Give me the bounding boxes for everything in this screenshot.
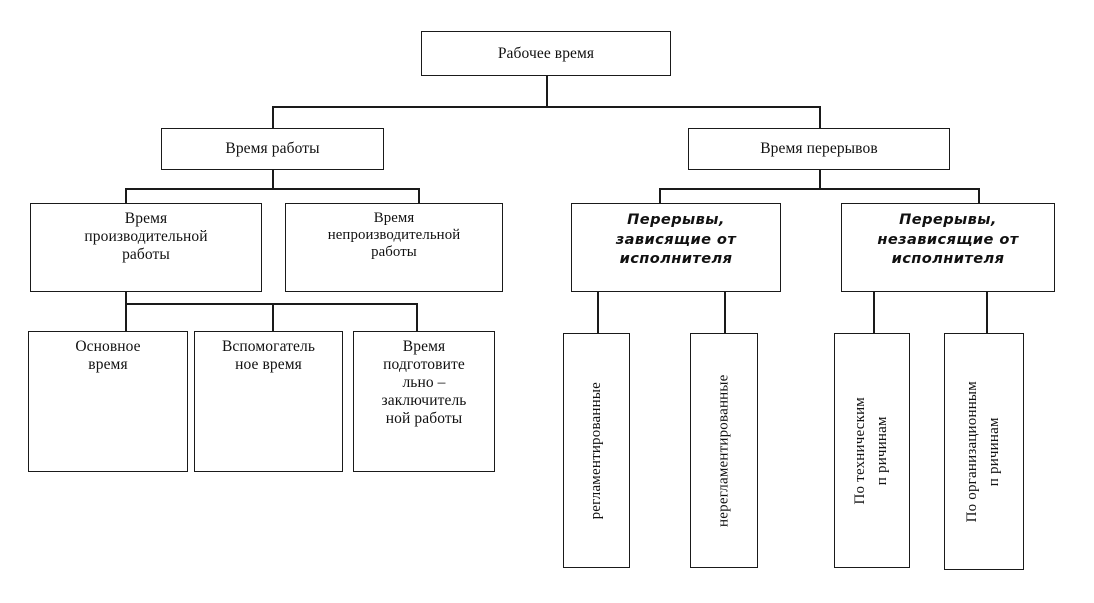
connector-work-stem	[272, 169, 274, 189]
node-label: Время производительной работы	[84, 210, 208, 263]
connector-to-prep-final-time	[416, 303, 418, 331]
node-auxiliary-time[interactable]: Вспомогатель ное время	[194, 331, 343, 472]
node-label: По техническим п ричинам	[852, 396, 890, 505]
connector-breaks-stem	[819, 169, 821, 189]
node-label: Время подготовите льно – заключитель ной…	[381, 338, 467, 427]
node-root-working-time[interactable]: Рабочее время	[421, 31, 671, 76]
connector-to-productive	[125, 188, 127, 203]
node-label: Время непроизводительной работы	[327, 210, 461, 261]
node-label: регламентированные	[587, 381, 604, 520]
node-organizational-reasons-breaks[interactable]: По организационным п ричинам	[944, 333, 1024, 570]
connector-breaks-bus	[659, 188, 979, 190]
connector-root-stem	[546, 75, 548, 107]
node-label: Вспомогатель ное время	[221, 338, 316, 373]
connector-to-main-time	[125, 303, 127, 331]
node-regulated-breaks[interactable]: регламентированные	[563, 333, 630, 568]
node-label: нерегламентированные	[715, 374, 732, 527]
node-breaks-dependent-on-worker[interactable]: Перерывы, зависящие от исполнителя	[571, 203, 781, 292]
connector-to-independent	[978, 188, 980, 203]
node-main-time[interactable]: Основное время	[28, 331, 188, 472]
node-label: Основное время	[75, 338, 141, 373]
connector-to-dependent	[659, 188, 661, 203]
connector-to-breaks	[819, 106, 821, 128]
node-preparatory-final-work-time[interactable]: Время подготовите льно – заключитель ной…	[353, 331, 495, 472]
node-break-time[interactable]: Время перерывов	[688, 128, 950, 170]
connector-to-organizational-reasons	[986, 291, 988, 333]
connector-level4-bus	[125, 303, 417, 305]
connector-to-technical-reasons	[873, 291, 875, 333]
connector-to-unregulated	[724, 291, 726, 333]
connector-to-work	[272, 106, 274, 128]
node-unregulated-breaks[interactable]: нерегламентированные	[690, 333, 758, 568]
connector-to-auxiliary-time	[272, 303, 274, 331]
node-productive-work-time[interactable]: Время производительной работы	[30, 203, 262, 292]
node-breaks-independent-of-worker[interactable]: Перерывы, независящие от исполнителя	[841, 203, 1055, 292]
node-label: Рабочее время	[497, 44, 595, 62]
connector-to-regulated	[597, 291, 599, 333]
connector-productive-stem	[125, 291, 127, 304]
node-label: Перерывы, независящие от исполнителя	[877, 211, 1019, 268]
connector-root-bus	[272, 106, 820, 108]
node-unproductive-work-time[interactable]: Время непроизводительной работы	[285, 203, 503, 292]
connector-to-unproductive	[418, 188, 420, 203]
node-label: Время работы	[225, 140, 320, 158]
node-work-time[interactable]: Время работы	[161, 128, 384, 170]
node-label: По организационным п ричинам	[964, 380, 1002, 523]
node-technical-reasons-breaks[interactable]: По техническим п ричинам	[834, 333, 910, 568]
node-label: Перерывы, зависящие от исполнителя	[615, 211, 737, 268]
node-label: Время перерывов	[760, 140, 878, 158]
connector-work-bus	[125, 188, 419, 190]
